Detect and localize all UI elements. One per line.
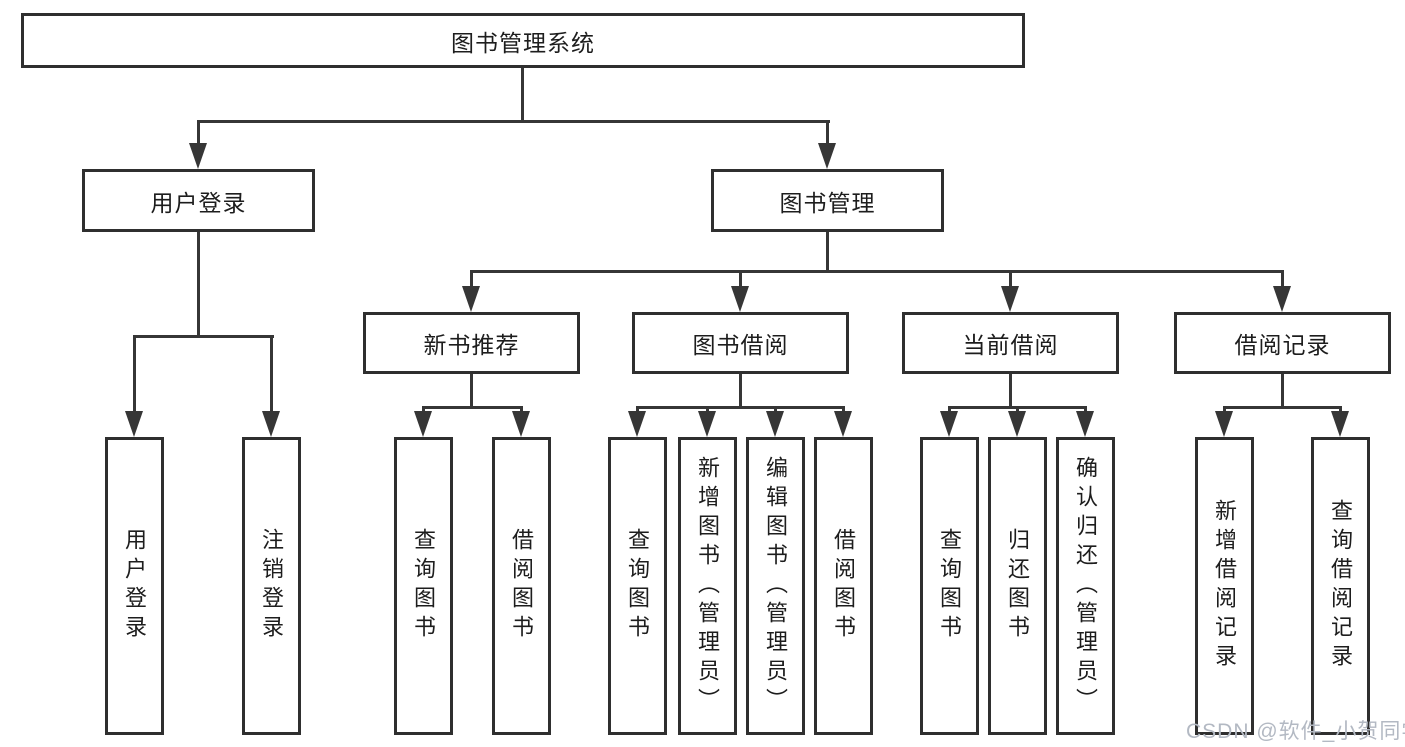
connector-vline — [948, 406, 951, 413]
connector-hline — [470, 270, 1284, 273]
leaf-query-books-recommend: 查询图书 — [394, 437, 453, 735]
connector-vline — [270, 335, 273, 413]
connector-hline — [422, 406, 523, 409]
leaf-add-borrow-record: 新增借阅记录 — [1195, 437, 1254, 735]
connector-vline — [826, 232, 829, 270]
connector-vline — [706, 406, 709, 413]
arrowhead-icon — [1273, 286, 1291, 312]
arrowhead-icon — [1076, 411, 1094, 437]
connector-vline — [739, 374, 742, 406]
connector-vline — [1281, 270, 1284, 288]
node-user-login-branch: 用户登录 — [82, 169, 315, 232]
arrowhead-icon — [1331, 411, 1349, 437]
node-book-management: 图书管理 — [711, 169, 944, 232]
arrowhead-icon — [940, 411, 958, 437]
leaf-add-book-admin: 新增图书（管理员） — [678, 437, 737, 735]
arrowhead-icon — [698, 411, 716, 437]
arrowhead-icon — [818, 143, 836, 169]
connector-hline — [197, 120, 830, 123]
leaf-user-login: 用户登录 — [105, 437, 164, 735]
connector-vline — [1223, 406, 1226, 413]
node-borrowing-records: 借阅记录 — [1174, 312, 1391, 374]
connector-vline — [133, 335, 136, 413]
arrowhead-icon — [628, 411, 646, 437]
leaf-edit-book-admin: 编辑图书（管理员） — [746, 437, 805, 735]
connector-vline — [826, 120, 829, 144]
arrowhead-icon — [766, 411, 784, 437]
connector-vline — [1009, 374, 1012, 406]
connector-vline — [470, 374, 473, 406]
node-new-book-recommend: 新书推荐 — [363, 312, 580, 374]
arrowhead-icon — [1001, 286, 1019, 312]
arrowhead-icon — [262, 411, 280, 437]
arrowhead-icon — [414, 411, 432, 437]
arrowhead-icon — [512, 411, 530, 437]
leaf-borrow-books-recommend: 借阅图书 — [492, 437, 551, 735]
connector-vline — [1339, 406, 1342, 413]
leaf-return-book: 归还图书 — [988, 437, 1047, 735]
arrowhead-icon — [1215, 411, 1233, 437]
connector-vline — [520, 406, 523, 413]
node-current-borrowing: 当前借阅 — [902, 312, 1119, 374]
arrowhead-icon — [1008, 411, 1026, 437]
connector-vline — [1009, 270, 1012, 288]
connector-vline — [1084, 406, 1087, 413]
connector-vline — [636, 406, 639, 413]
connector-hline — [133, 335, 274, 338]
arrowhead-icon — [834, 411, 852, 437]
leaf-confirm-return-admin: 确认归还（管理员） — [1056, 437, 1115, 735]
node-library-system: 图书管理系统 — [21, 13, 1025, 68]
leaf-query-books-borrowing: 查询图书 — [608, 437, 667, 735]
watermark: CSDN @软件_小贺同学 — [1186, 720, 1405, 743]
connector-vline — [197, 232, 200, 335]
leaf-query-borrow-record: 查询借阅记录 — [1311, 437, 1370, 735]
connector-hline — [1223, 406, 1342, 409]
arrowhead-icon — [731, 286, 749, 312]
connector-vline — [470, 270, 473, 288]
connector-vline — [842, 406, 845, 413]
connector-vline — [521, 68, 524, 120]
leaf-query-books-current: 查询图书 — [920, 437, 979, 735]
connector-vline — [774, 406, 777, 413]
connector-vline — [197, 120, 200, 144]
arrowhead-icon — [125, 411, 143, 437]
node-book-borrowing: 图书借阅 — [632, 312, 849, 374]
leaf-logout: 注销登录 — [242, 437, 301, 735]
connector-vline — [1281, 374, 1284, 406]
connector-vline — [739, 270, 742, 288]
connector-vline — [422, 406, 425, 413]
arrowhead-icon — [189, 143, 207, 169]
connector-vline — [1016, 406, 1019, 413]
connector-hline — [636, 406, 845, 409]
arrowhead-icon — [462, 286, 480, 312]
leaf-borrow-books-borrowing: 借阅图书 — [814, 437, 873, 735]
